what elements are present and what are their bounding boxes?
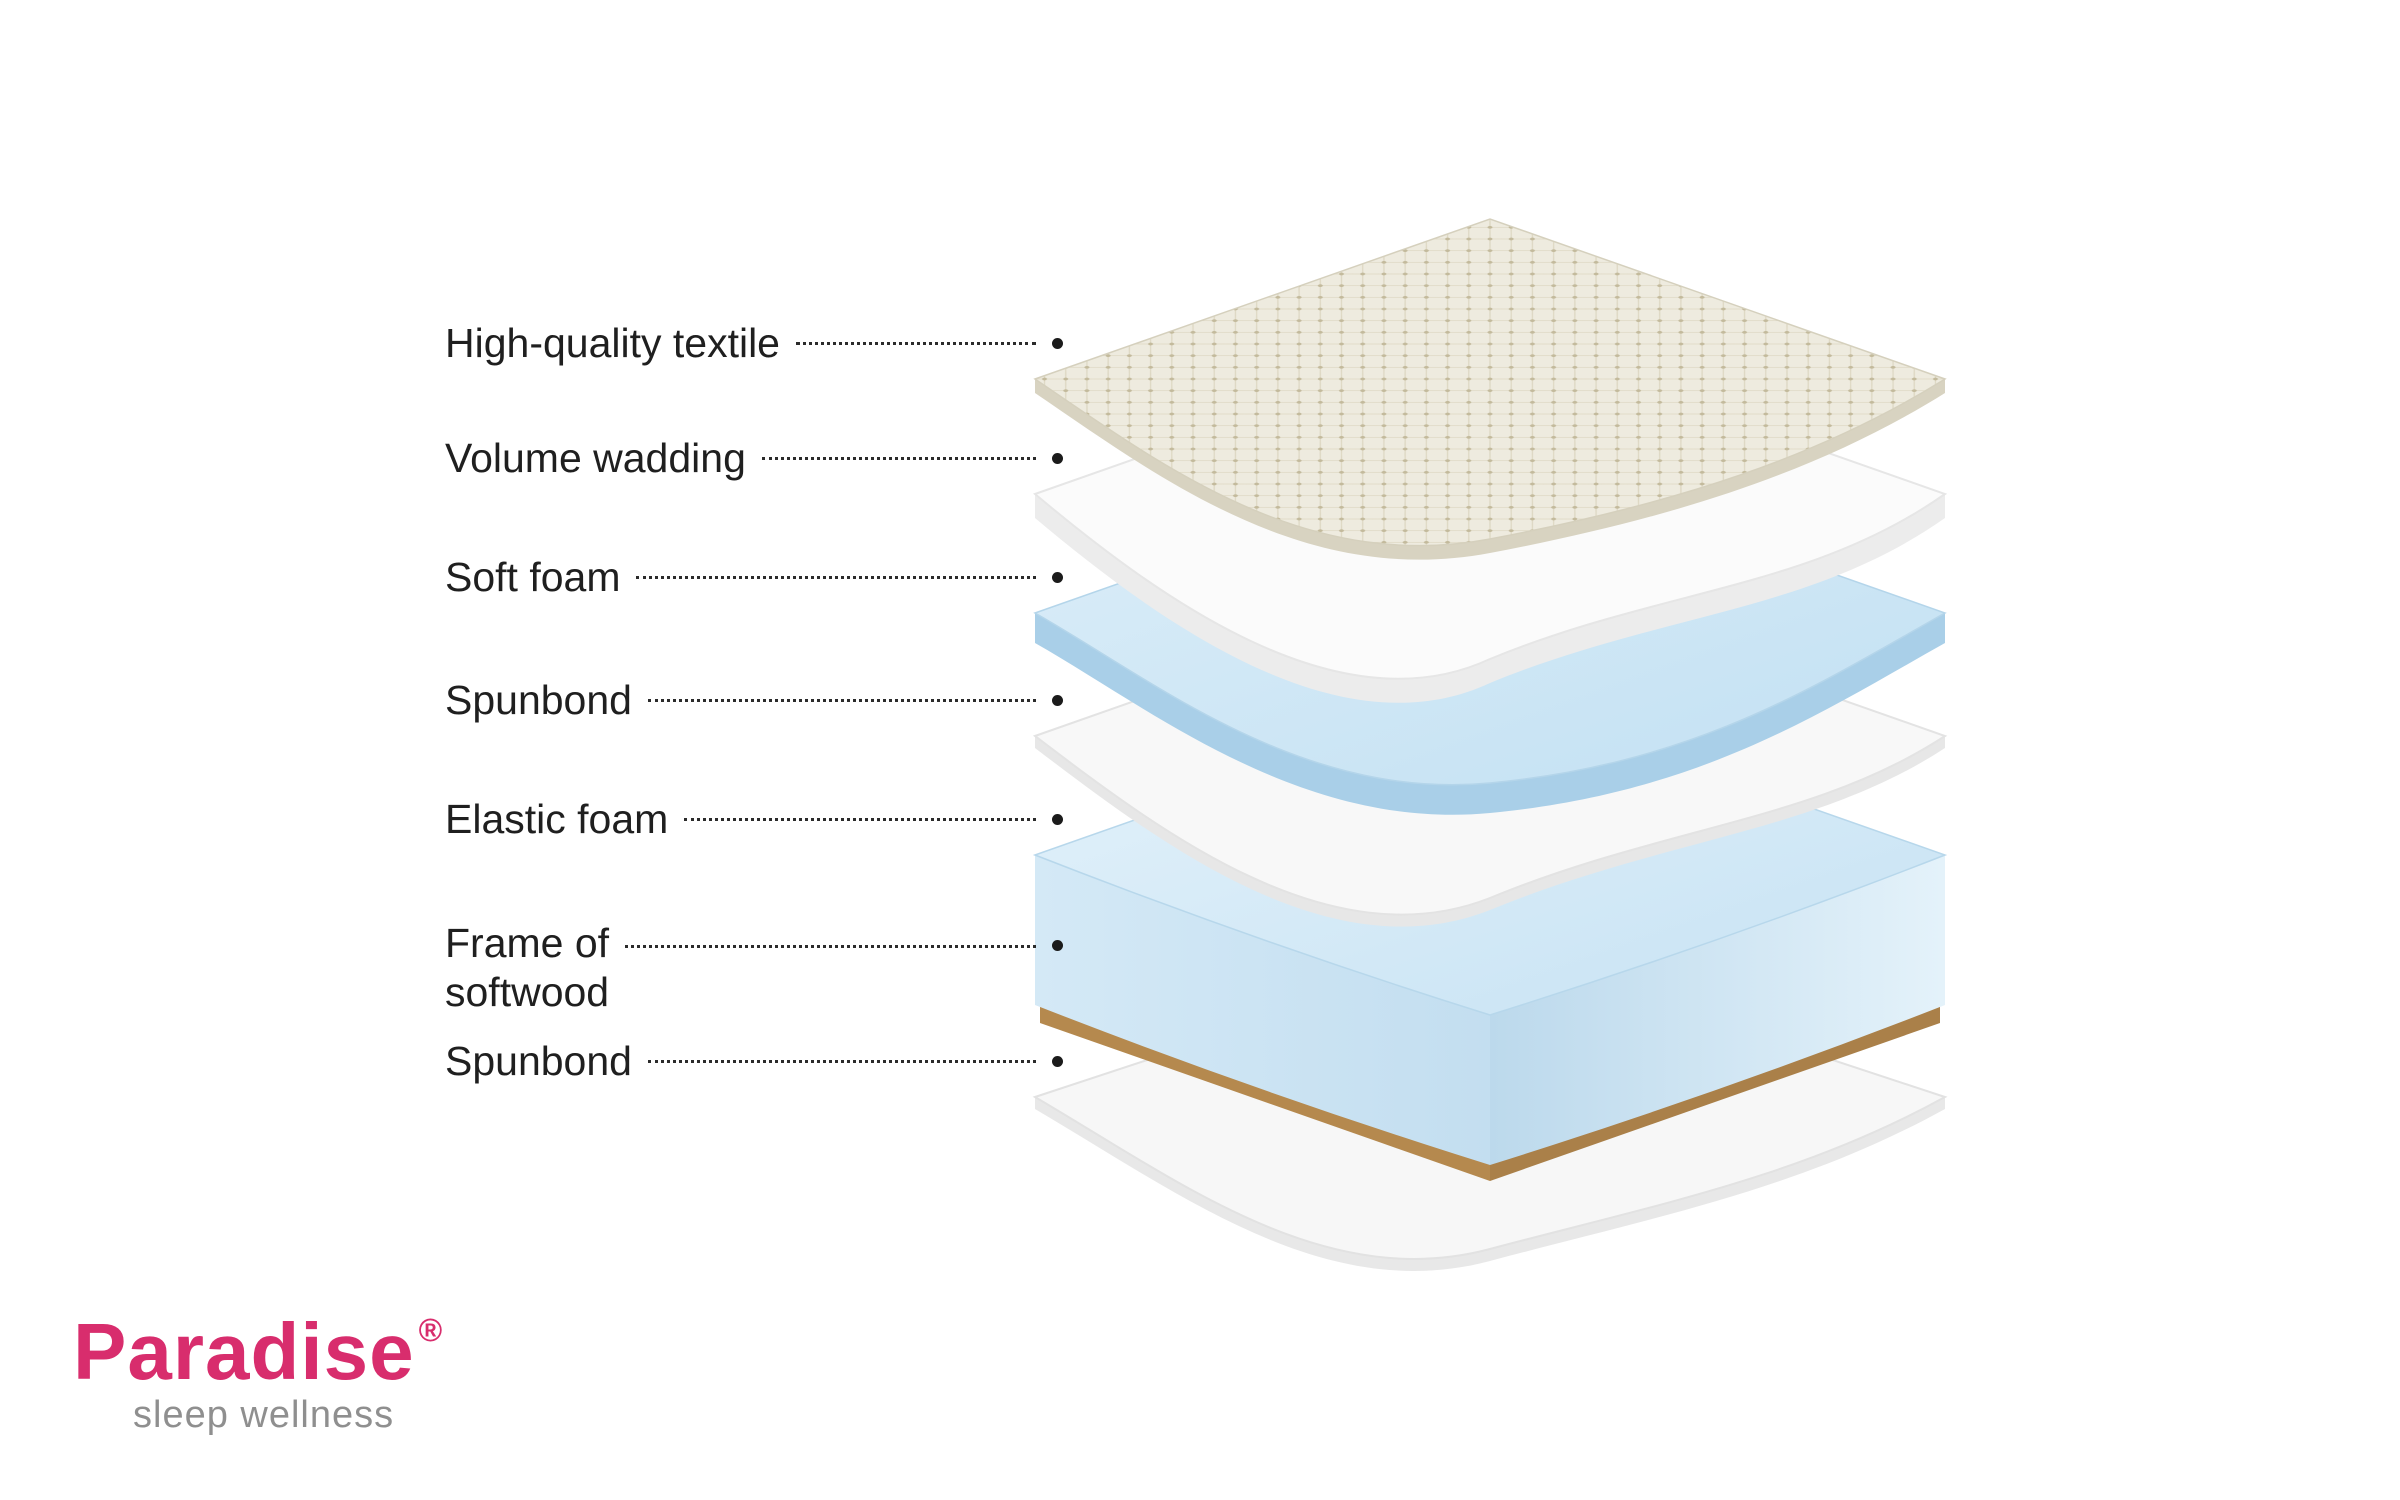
label-row-frame: Frame of softwood [445,919,1063,1017]
layer-label: Spunbond [445,1038,632,1084]
registered-trademark-icon: ® [418,1312,444,1348]
label-row-spunbond-top: Spunbond [445,676,1063,725]
leader-line [761,457,1036,461]
label-row-spunbond-bottom: Spunbond [445,1037,1063,1086]
leader-line [647,1060,1036,1064]
layer-label: Soft foam [445,554,621,600]
elastic-foam-face-left [1035,855,1490,1165]
leader-line [684,818,1036,822]
layer-label: Volume wadding [445,435,746,481]
elastic-foam-face-right [1490,855,1945,1165]
leader-dot [1052,695,1063,707]
layer-label: Elastic foam [445,796,669,842]
leader-line [647,699,1036,703]
label-row-soft-foam: Soft foam [445,553,1063,602]
brand-name: Paradise® [73,1307,444,1396]
brand-tagline: sleep wellness [133,1394,395,1436]
leader-dot [1052,940,1063,951]
leader-dot [1052,453,1063,465]
label-row-wadding: Volume wadding [445,434,1063,483]
layer-textile [1033,218,1947,560]
label-row-elastic-foam: Elastic foam [445,795,1063,844]
leader-dot [1052,338,1063,350]
brand-logo: Paradise® sleep wellness [73,1312,443,1437]
leader-line [625,945,1036,948]
leader-dot [1052,814,1063,826]
layer-label: Spunbond [445,677,632,723]
leader-line [796,342,1036,346]
leader-dot [1052,1056,1063,1068]
leader-line [636,576,1036,580]
layer-label: Frame of softwood [445,920,610,1016]
leader-dot [1052,572,1063,584]
label-row-textile: High-quality textile [445,319,1063,368]
layer-label: High-quality textile [445,320,780,366]
